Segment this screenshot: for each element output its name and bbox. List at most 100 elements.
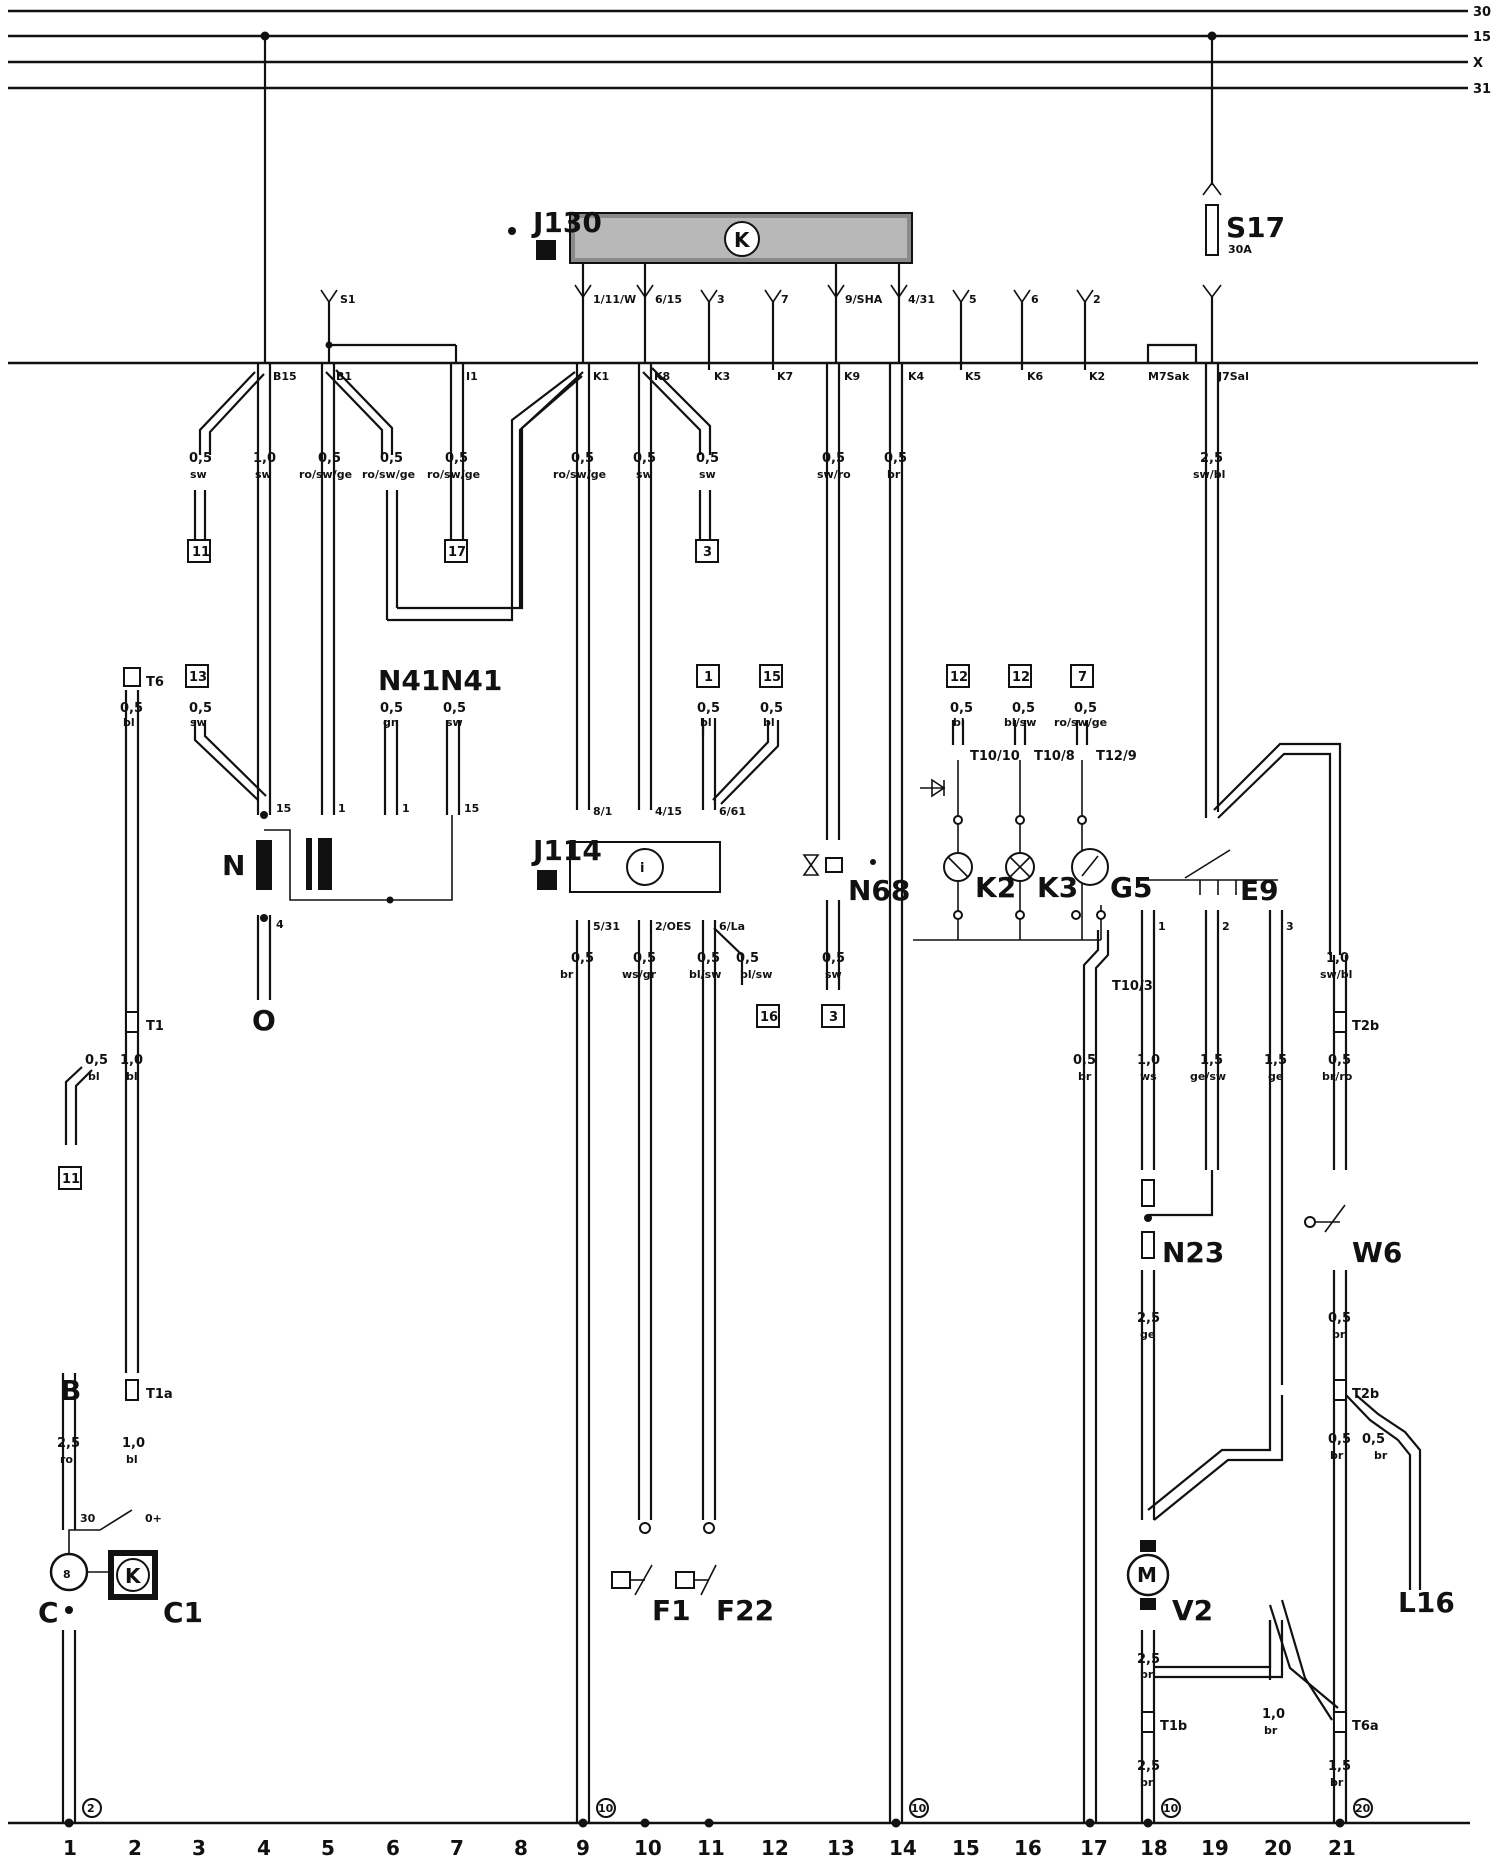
ignition-coil-n: N O N41 N41 15 1 1 15 4 <box>222 664 502 1037</box>
wire-size: 0,5 <box>633 451 656 466</box>
column-number: 11 <box>697 1836 725 1860</box>
svg-text:M: M <box>1137 1563 1157 1587</box>
wire-color: br <box>1078 1070 1092 1083</box>
rail-label: X <box>1473 56 1483 71</box>
power-rails: 30 15 X 31 <box>8 5 1491 97</box>
connector-label: T6 <box>146 675 164 690</box>
component-label: K3 <box>1037 871 1078 904</box>
terminal-label: J7Sal <box>1217 370 1249 383</box>
wire-size: 2,5 <box>1137 1759 1160 1774</box>
wire-size: 0,5 <box>85 1053 108 1068</box>
valve-n68: N68 <box>802 854 910 907</box>
horn-assembly: B 30 0+ 8 K C C1 <box>38 1374 203 1629</box>
pin-label: 1/11/W <box>593 293 636 306</box>
connector-label: T1b <box>1160 1719 1187 1734</box>
wire-color: sw <box>446 716 463 729</box>
wire-size: 1,0 <box>122 1436 145 1451</box>
pin-label: 4 <box>276 918 284 931</box>
wire-size: 0,5 <box>1073 1053 1096 1068</box>
wire-color: bl <box>126 1453 138 1466</box>
column-number: 19 <box>1201 1836 1229 1860</box>
pin-label: 6 <box>1031 293 1039 306</box>
pin-label: 0+ <box>145 1512 162 1525</box>
wire-size: 0,5 <box>822 451 845 466</box>
wire-color: ro/sw/ge <box>299 468 352 481</box>
wire-size: 0,5 <box>189 451 212 466</box>
wire-size: 1,5 <box>1264 1053 1287 1068</box>
ref-number: 11 <box>62 1172 80 1187</box>
pin-label: 2/OES <box>655 920 692 933</box>
wire-color: bl <box>123 716 135 729</box>
wire-color: bl/sw <box>1004 716 1036 729</box>
wire-color: br <box>1330 1776 1344 1789</box>
component-label: C1 <box>163 1596 203 1629</box>
wire-color: bl <box>88 1070 100 1083</box>
ground-ref: 10 <box>911 1802 927 1815</box>
column-number: 18 <box>1140 1836 1168 1860</box>
switches-f1-f22: F1 F22 <box>611 1522 774 1627</box>
wire-color: ws <box>1140 1070 1157 1083</box>
wire-size: 1,0 <box>1262 1707 1285 1722</box>
column-number: 5 <box>321 1836 335 1860</box>
wire-color: sw/bl <box>1320 968 1352 981</box>
wire-size: 0,5 <box>571 451 594 466</box>
wire-color: sw <box>699 468 716 481</box>
wire-color: ws/gr <box>622 968 657 981</box>
wire-traces <box>61 36 1422 1823</box>
component-label: L16 <box>1398 1586 1455 1619</box>
svg-text:K: K <box>125 1564 142 1588</box>
terminal-label: K2 <box>1089 370 1105 383</box>
ref-number: 17 <box>448 545 466 560</box>
wire-color: br <box>1140 1776 1154 1789</box>
connector-label: T10/8 <box>1034 749 1075 764</box>
wire-size: 0,5 <box>1362 1432 1385 1447</box>
pin-label: 1 <box>1158 920 1166 933</box>
column-number: 8 <box>514 1836 528 1860</box>
pin-label: 7 <box>781 293 789 306</box>
wire-color: ro/sw/ge <box>553 468 606 481</box>
column-number: 7 <box>450 1836 464 1860</box>
ground-line: 2 10 10 10 20 <box>8 1798 1470 1828</box>
wire-color: bl/sw <box>740 968 772 981</box>
component-label: E9 <box>1240 874 1279 907</box>
terminal-label: K6 <box>1027 370 1044 383</box>
component-label: J114 <box>531 834 602 867</box>
connector-label: T1 <box>146 1019 164 1034</box>
ref-number: 3 <box>829 1010 838 1025</box>
component-label: J130 <box>531 206 602 239</box>
wire-color: ge <box>1268 1070 1283 1083</box>
rail-label: 31 <box>1473 82 1491 97</box>
wire-size: 0,5 <box>696 451 719 466</box>
pin-label: 3 <box>1286 920 1294 933</box>
component-label: N41 <box>440 664 502 697</box>
ref-number: 12 <box>1012 670 1030 685</box>
connector-label: T2b <box>1352 1387 1379 1402</box>
reference-boxes: 11 17 3 13 1 15 12 12 7 16 3 11 <box>58 539 1094 1190</box>
pin-label: 15 <box>276 802 291 815</box>
column-number: 20 <box>1264 1836 1292 1860</box>
component-label: N23 <box>1162 1236 1224 1269</box>
wire-color: sw <box>255 468 272 481</box>
wire-color: ro <box>60 1453 73 1466</box>
wire-size: 0,5 <box>1074 701 1097 716</box>
wire-size: 0,5 <box>443 701 466 716</box>
wire-size: 1,0 <box>1326 951 1349 966</box>
resistor-n23: N23 <box>1141 1179 1224 1269</box>
wire-color: br <box>1140 1668 1154 1681</box>
pin-label: 3 <box>717 293 725 306</box>
wire-color: br <box>1330 1449 1344 1462</box>
pin-label: 1 <box>402 802 410 815</box>
terminal-label: I1 <box>466 370 478 383</box>
wire-color: bl <box>126 1070 138 1083</box>
column-number: 12 <box>761 1836 789 1860</box>
central-terminals: B15 B1 I1 K1 K8 K3 K7 K9 K4 K5 K6 K2 M7S… <box>273 343 1249 383</box>
wire-color: ro/sw/ge <box>1054 716 1107 729</box>
wire-size: 0,5 <box>1328 1432 1351 1447</box>
column-number: 21 <box>1328 1836 1356 1860</box>
pin-label: 9/SHA <box>845 293 883 306</box>
connector-label: T1a <box>146 1387 173 1402</box>
wire-color: sw <box>825 968 842 981</box>
switch-e9: E9 1 2 3 <box>1148 849 1294 933</box>
component-label: K2 <box>975 871 1016 904</box>
connector-label: T12/9 <box>1096 749 1137 764</box>
